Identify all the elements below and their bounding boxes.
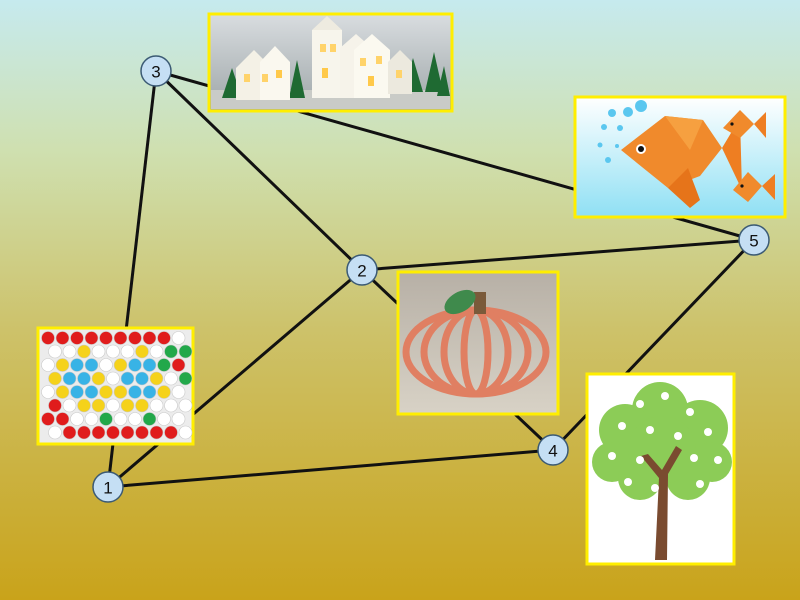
node-2-label: 2: [357, 262, 366, 281]
paper-pumpkin-picture: [396, 270, 560, 416]
node-3: 3: [140, 55, 172, 87]
origami-fish-picture: [573, 95, 787, 219]
edge-1-4: [107, 448, 554, 489]
node-3-circle: [140, 55, 172, 87]
tree-picture: [585, 372, 736, 566]
node-1-label: 1: [103, 479, 112, 498]
node-5-circle: [738, 224, 770, 256]
paper-houses-picture: [207, 12, 454, 113]
node-5: 5: [738, 224, 770, 256]
node-4: 4: [537, 434, 569, 466]
edge-1-2: [107, 268, 363, 489]
node-2: 2: [346, 254, 378, 286]
node-5-label: 5: [749, 232, 758, 251]
node-3-label: 3: [151, 63, 160, 82]
mosaic-pattern: [41, 331, 193, 440]
node-4-label: 4: [548, 442, 557, 461]
node-1-circle: [92, 471, 124, 503]
mosaic-picture: [36, 326, 195, 446]
edge-2-5: [361, 238, 755, 272]
edge-2-3: [154, 69, 364, 272]
node-1: 1: [92, 471, 124, 503]
node-4-circle: [537, 434, 569, 466]
node-2-circle: [346, 254, 378, 286]
